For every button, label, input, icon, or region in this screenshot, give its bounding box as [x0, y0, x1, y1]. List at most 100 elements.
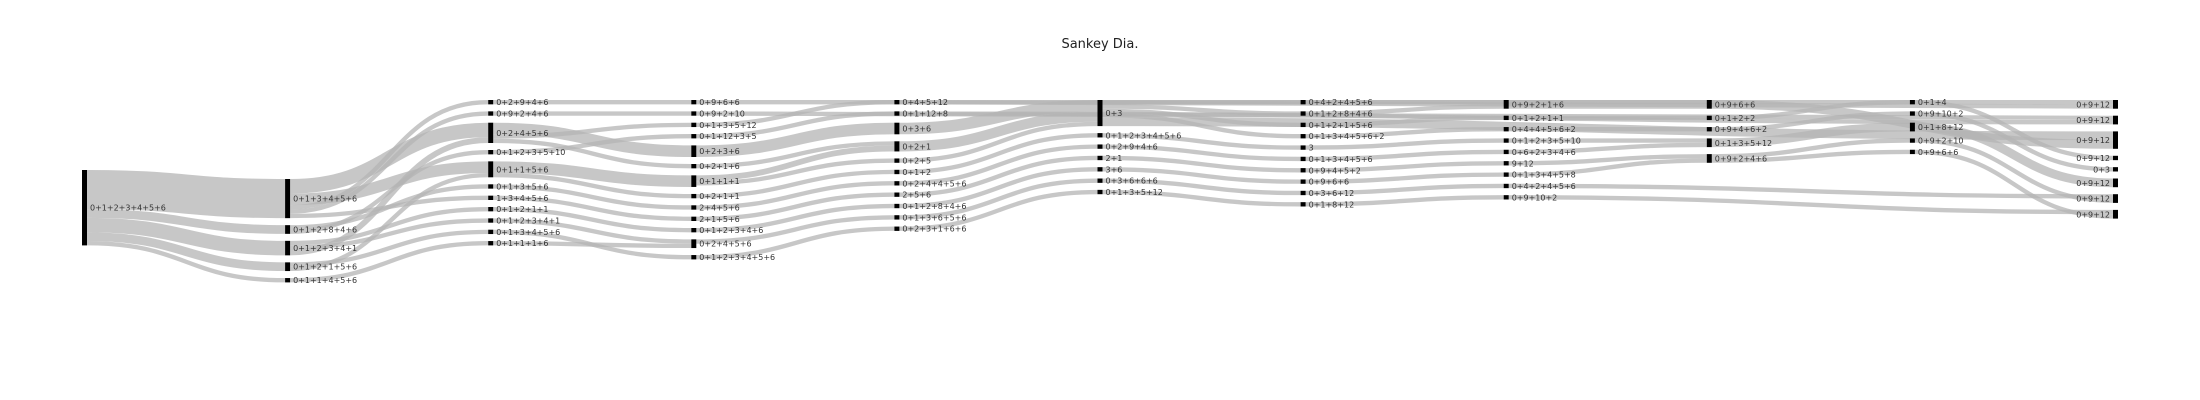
sankey-link-85 — [1508, 183, 2114, 199]
sankey-node-10-5[interactable] — [2113, 178, 2118, 188]
sankey-node-5-6[interactable] — [1097, 189, 1103, 195]
sankey-node-label-6-2: 0+1+2+1+5+6 — [1309, 121, 1373, 130]
sankey-node-1-4[interactable] — [285, 278, 291, 283]
sankey-node-4-6[interactable] — [894, 181, 900, 186]
sankey-node-2-7[interactable] — [488, 207, 494, 212]
sankey-node-4-4[interactable] — [894, 158, 900, 163]
sankey-node-2-0[interactable] — [488, 100, 494, 105]
sankey-node-7-6[interactable] — [1503, 172, 1509, 177]
sankey-node-2-1[interactable] — [488, 111, 494, 116]
sankey-node-4-0[interactable] — [894, 100, 900, 105]
sankey-link-51 — [899, 133, 1098, 175]
sankey-node-3-7[interactable] — [691, 193, 697, 199]
sankey-link-73 — [1305, 149, 1504, 162]
sankey-node-7-5[interactable] — [1503, 161, 1509, 166]
sankey-node-8-0[interactable] — [1706, 100, 1712, 109]
sankey-node-4-5[interactable] — [894, 169, 900, 175]
sankey-node-2-9[interactable] — [488, 229, 494, 235]
sankey-node-10-0[interactable] — [2113, 100, 2118, 109]
sankey-node-5-0[interactable] — [1097, 100, 1103, 127]
sankey-node-5-1[interactable] — [1097, 133, 1103, 138]
sankey-node-6-2[interactable] — [1300, 122, 1306, 128]
sankey-node-8-2[interactable] — [1706, 127, 1712, 132]
sankey-node-9-1[interactable] — [1909, 111, 1915, 116]
sankey-node-9-0[interactable] — [1909, 100, 1915, 105]
sankey-node-7-2[interactable] — [1503, 127, 1509, 132]
sankey-node-10-7[interactable] — [2113, 209, 2118, 219]
sankey-node-2-8[interactable] — [488, 218, 494, 223]
sankey-node-5-4[interactable] — [1097, 167, 1103, 172]
sankey-node-3-5[interactable] — [691, 164, 697, 169]
sankey-link-3 — [86, 232, 286, 272]
sankey-node-3-1[interactable] — [691, 111, 697, 116]
sankey-node-3-10[interactable] — [691, 228, 697, 233]
sankey-node-2-4[interactable] — [488, 161, 494, 178]
sankey-link-1 — [86, 209, 286, 234]
sankey-node-3-11[interactable] — [691, 239, 697, 249]
sankey-node-4-8[interactable] — [894, 203, 900, 209]
sankey-link-45 — [696, 226, 895, 260]
sankey-node-2-6[interactable] — [488, 195, 494, 200]
sankey-node-4-2[interactable] — [894, 122, 900, 135]
sankey-node-3-4[interactable] — [691, 145, 697, 157]
sankey-node-0-0[interactable] — [82, 170, 87, 246]
sankey-node-label-2-7: 0+1+2+1+1 — [496, 205, 548, 214]
sankey-node-8-1[interactable] — [1706, 115, 1712, 121]
sankey-node-3-3[interactable] — [691, 134, 697, 139]
sankey-node-6-9[interactable] — [1300, 202, 1306, 207]
sankey-node-3-6[interactable] — [691, 175, 697, 187]
sankey-node-label-4-8: 0+1+2+8+4+6 — [902, 202, 966, 211]
sankey-node-4-7[interactable] — [894, 192, 900, 197]
sankey-node-3-9[interactable] — [691, 216, 697, 221]
sankey-node-5-5[interactable] — [1097, 178, 1103, 183]
sankey-node-9-3[interactable] — [1909, 138, 1915, 143]
sankey-node-8-3[interactable] — [1706, 138, 1712, 148]
sankey-node-10-1[interactable] — [2113, 115, 2118, 125]
sankey-node-5-3[interactable] — [1097, 155, 1103, 161]
sankey-node-7-3[interactable] — [1503, 138, 1509, 143]
sankey-node-8-4[interactable] — [1706, 154, 1712, 163]
sankey-node-7-1[interactable] — [1503, 115, 1509, 121]
sankey-node-4-10[interactable] — [894, 226, 900, 231]
sankey-node-6-1[interactable] — [1300, 111, 1306, 116]
sankey-node-9-2[interactable] — [1909, 122, 1915, 132]
sankey-node-10-4[interactable] — [2113, 167, 2118, 172]
sankey-link-94 — [1914, 111, 2114, 172]
sankey-node-6-6[interactable] — [1300, 168, 1306, 173]
sankey-node-4-3[interactable] — [894, 141, 900, 152]
sankey-node-3-12[interactable] — [691, 255, 697, 260]
sankey-node-3-0[interactable] — [691, 100, 697, 105]
sankey-node-1-3[interactable] — [285, 262, 291, 272]
sankey-node-2-3[interactable] — [488, 150, 494, 155]
sankey-node-5-2[interactable] — [1097, 144, 1103, 149]
sankey-node-1-0[interactable] — [285, 179, 291, 219]
sankey-node-10-2[interactable] — [2113, 131, 2118, 149]
sankey-node-7-8[interactable] — [1503, 195, 1509, 200]
sankey-node-6-3[interactable] — [1300, 134, 1306, 139]
sankey-link-8 — [290, 111, 489, 214]
sankey-node-4-1[interactable] — [894, 111, 900, 116]
sankey-node-7-0[interactable] — [1503, 100, 1509, 109]
sankey-node-2-10[interactable] — [488, 241, 494, 246]
sankey-node-6-7[interactable] — [1300, 179, 1306, 184]
sankey-node-6-0[interactable] — [1300, 100, 1306, 105]
sankey-link-50 — [899, 121, 1098, 163]
sankey-node-6-5[interactable] — [1300, 156, 1306, 162]
sankey-node-7-4[interactable] — [1503, 149, 1509, 155]
sankey-node-4-9[interactable] — [894, 215, 900, 220]
sankey-node-6-4[interactable] — [1300, 145, 1306, 150]
sankey-node-3-2[interactable] — [691, 122, 697, 128]
sankey-node-2-2[interactable] — [488, 122, 494, 143]
labels-layer: 0+1+2+3+4+5+60+1+3+4+5+60+1+2+8+4+60+1+2… — [90, 98, 2110, 285]
sankey-node-2-5[interactable] — [488, 184, 494, 189]
sankey-node-9-4[interactable] — [1909, 149, 1915, 155]
sankey-node-label-5-2: 0+2+9+4+6 — [1106, 143, 1158, 152]
sankey-node-3-8[interactable] — [691, 205, 697, 210]
sankey-node-1-1[interactable] — [285, 225, 291, 234]
sankey-node-label-7-4: 0+6+2+3+4+6 — [1512, 148, 1576, 157]
sankey-node-1-2[interactable] — [285, 240, 291, 256]
sankey-node-6-8[interactable] — [1300, 190, 1306, 196]
sankey-node-7-7[interactable] — [1503, 183, 1509, 189]
sankey-node-10-3[interactable] — [2113, 155, 2118, 161]
sankey-node-10-6[interactable] — [2113, 194, 2118, 203]
